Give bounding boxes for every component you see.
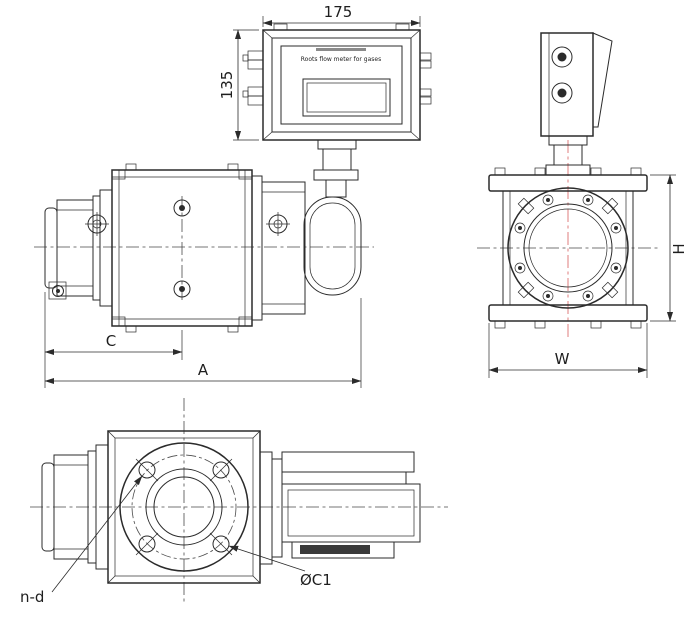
dimension-h: H (650, 174, 688, 322)
right-section-front (251, 175, 306, 321)
dim-175-label: 175 (324, 3, 353, 21)
body-bolt-bottom (173, 280, 191, 298)
bolt-circle (131, 454, 237, 560)
dim-w-label: W (555, 350, 570, 368)
mount-tab-right (395, 23, 410, 31)
index-cylinder-front (303, 196, 362, 296)
callout-c1: ØC1 (228, 545, 332, 589)
counter-subtitle: Roots flow meter for gases (301, 56, 381, 63)
flange-face-circle (119, 442, 249, 572)
index-head-bottom (259, 451, 421, 565)
dimension-a: A (44, 298, 362, 388)
bottom-flange (488, 304, 648, 322)
counter-stem-front (313, 139, 359, 198)
dim-a-label: A (198, 361, 209, 379)
front-view (34, 163, 374, 333)
lcd-window (302, 78, 391, 117)
mount-tab-left (273, 23, 288, 31)
counter-side-view (540, 32, 613, 137)
callout-n-d: n-d (20, 475, 143, 606)
dim-135-label: 135 (218, 71, 236, 100)
body-bolt-top (173, 199, 191, 217)
cable-gland-left-top (242, 50, 264, 70)
dim-c-label: C (106, 332, 116, 350)
label-c1: ØC1 (300, 571, 332, 589)
cable-gland-right-bottom (419, 88, 432, 105)
cable-gland-right-top (419, 52, 432, 69)
flange-bolt-holes (135, 458, 233, 556)
dim-h-label: H (670, 243, 688, 254)
left-cartridge-front (44, 189, 113, 307)
cover-bolts (514, 194, 622, 302)
dimension-135: 135 (218, 29, 259, 141)
dimension-w: W (488, 323, 648, 378)
front-cover-ring (507, 187, 629, 309)
dimension-175: 175 (262, 3, 421, 27)
cable-gland-left-bottom (242, 86, 264, 106)
counter-print-line (316, 48, 366, 51)
bottom-view (30, 398, 448, 604)
side-view (477, 32, 660, 338)
dimension-c: C (44, 292, 183, 388)
bore-circle (153, 476, 215, 538)
dark-strip (300, 545, 370, 554)
label-n-d: n-d (20, 588, 44, 606)
left-cartridge-bottom (41, 444, 109, 570)
counter-front-view: Roots flow meter for gases (242, 23, 432, 141)
